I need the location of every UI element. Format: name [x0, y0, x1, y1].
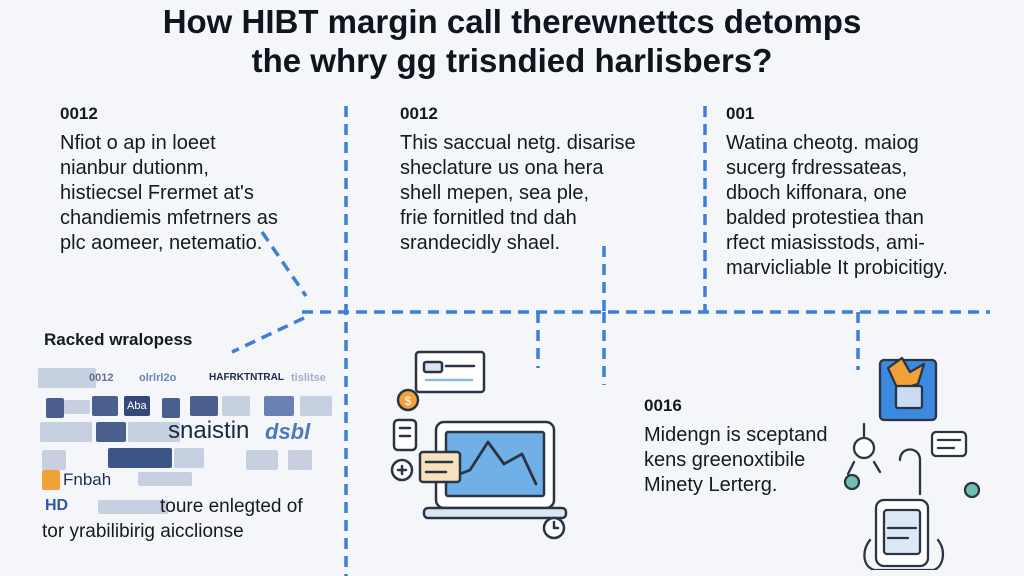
card-text-line: plc aomeer, netematio.: [60, 232, 263, 254]
card-text-line: shell mepen, sea ple,: [400, 182, 590, 204]
logo-block: [92, 396, 118, 416]
card-text-line: This saccual netg. disarise: [400, 132, 636, 154]
logo: HD: [45, 497, 69, 514]
logos-section-title: Racked wralopess: [44, 330, 193, 349]
logo: 0012: [89, 372, 114, 384]
logo-block: [98, 500, 168, 514]
logo-block: [42, 450, 66, 470]
logo-placeholder: [38, 368, 96, 388]
logo-block: [128, 422, 180, 442]
info-card-3: 001 Watina cheotg. maiog sucerg frdressa…: [726, 104, 948, 281]
logo-block: [222, 396, 250, 416]
logo-block: [300, 396, 332, 416]
card-text-line: Watina cheotg. maiog: [726, 132, 919, 154]
logo-block: [96, 422, 126, 442]
logo-block: [264, 396, 294, 416]
card-text-line: dboch kiffonara, one: [726, 182, 907, 204]
card-number: 0012: [60, 104, 98, 123]
logo-block: [46, 398, 64, 418]
logo: Fnbah: [63, 470, 112, 489]
connector-logos: [231, 316, 305, 354]
hand-device-icon: [843, 356, 981, 570]
logo: dsbl: [265, 419, 311, 444]
info-card-1: 0012 Nfiot o ap in loeet nianbur dutionm…: [60, 104, 278, 256]
card-text-line: nianbur dutionm,: [60, 157, 209, 179]
laptop-chart-icon: $: [390, 350, 568, 540]
logo-block: [246, 450, 278, 470]
card-text-line: marvicliable It probicitigy.: [726, 257, 948, 279]
logo-grid: 0012 olrlrl2o HAFRKTNTRAL tislitse Aba s…: [38, 366, 332, 536]
logo-block: [288, 450, 312, 470]
card-text-line: frie fornitled tnd dah: [400, 207, 577, 229]
logo: Aba: [124, 396, 150, 416]
card-text-line: Minety Lerterg.: [644, 474, 778, 496]
logo: tislitse: [291, 372, 326, 384]
card-text-line: Midengn is sceptand: [644, 424, 828, 446]
caption-line: toure enlegted of: [160, 496, 303, 517]
card-text-line: sucerg frdressateas,: [726, 157, 908, 179]
card-text-line: sheclature us ona hera: [400, 157, 604, 179]
info-card-2: 0012 This saccual netg. disarise sheclat…: [400, 104, 636, 256]
logo: HAFRKTNTRAL: [209, 372, 284, 383]
logo: olrlrl2o: [139, 372, 177, 384]
info-card-4: 0016 Midengn is sceptand kens greenoxtib…: [644, 396, 827, 498]
logo-block: [138, 472, 192, 486]
logos-caption: toure enlegted of tor yrabilibirig aiccl…: [42, 494, 303, 544]
card-text-line: Nfiot o ap in loeet: [60, 132, 216, 154]
title-line-2: the whry gg trisndied harlisbers?: [251, 42, 773, 79]
connector-card-1: [260, 231, 308, 297]
card-text-line: balded protestiea than: [726, 207, 924, 229]
caption-line: tor yrabilibirig aicclionse: [42, 521, 244, 542]
logo: snaistin: [168, 417, 250, 444]
card-text-line: histiecsel Frermet at's: [60, 182, 254, 204]
card-number: 001: [726, 104, 755, 123]
card-text-line: kens greenoxtibile: [644, 449, 806, 471]
card-number: 0012: [400, 104, 438, 123]
card-number: 0016: [644, 396, 682, 415]
title-line-1: How HIBT margin call therewnettcs detomp…: [162, 3, 862, 40]
logo-block: [190, 396, 218, 416]
logo-block: [64, 400, 90, 414]
logo-block: [40, 422, 92, 442]
card-text-line: chandiemis mfetrners as: [60, 207, 278, 229]
card-text-line: rfect miasisstods, ami-: [726, 232, 925, 254]
logo-block: [174, 448, 204, 468]
logo-orange: [42, 470, 60, 490]
logo-block: [162, 398, 180, 418]
card-text-line: srandecidly shael.: [400, 232, 561, 254]
svg-text:$: $: [405, 394, 412, 408]
logo-block: [108, 448, 172, 468]
page-title: How HIBT margin call therewnettcs detomp…: [0, 2, 1024, 80]
